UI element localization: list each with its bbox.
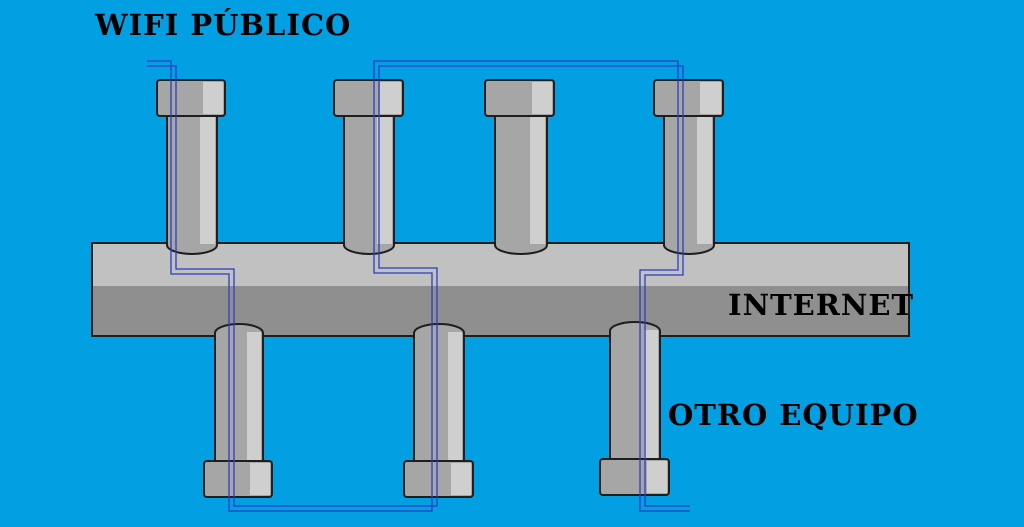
bottom-pipe-3 (599, 321, 670, 496)
bottom-pipe-2 (403, 323, 474, 498)
top-pipe-4 (653, 79, 724, 255)
top-pipe-3 (484, 79, 555, 255)
wifi-publico-label: WIFI PÚBLICO (95, 8, 352, 42)
wifi-cable (147, 60, 690, 512)
otro-equipo-label: OTRO EQUIPO (668, 398, 919, 432)
top-pipe-2 (333, 79, 404, 255)
bottom-pipe-1 (203, 323, 273, 498)
top-pipe-1 (156, 79, 226, 255)
internet-label: INTERNET (728, 288, 915, 322)
